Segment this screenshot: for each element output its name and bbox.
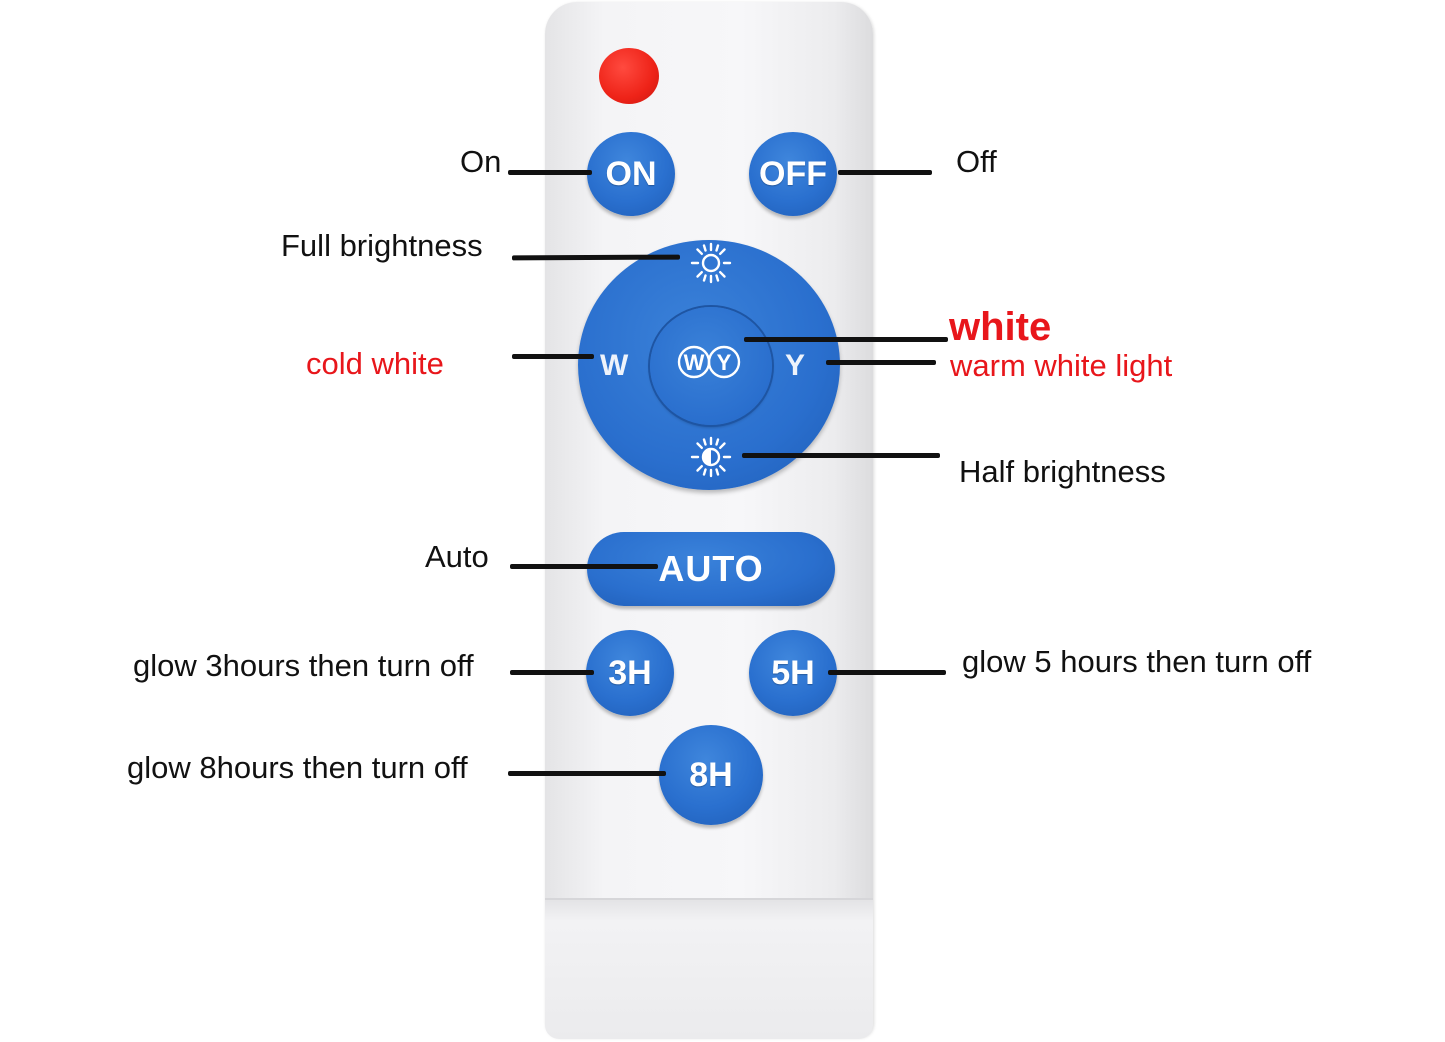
timer-8h-label: 8H bbox=[689, 755, 733, 794]
off-button-label: OFF bbox=[759, 154, 827, 193]
label-on: On bbox=[460, 144, 502, 179]
timer-5h-label: 5H bbox=[771, 653, 815, 692]
leader-line-white bbox=[744, 337, 948, 342]
leader-line-on bbox=[508, 170, 592, 175]
leader-line-warm-white bbox=[826, 360, 936, 365]
timer-3h-button[interactable]: 3H bbox=[586, 630, 674, 716]
timer-3h-label: 3H bbox=[608, 653, 652, 692]
wy-icon: W Y bbox=[677, 345, 741, 379]
cold-white-button[interactable]: W bbox=[600, 349, 629, 382]
leader-line-auto bbox=[510, 564, 658, 569]
white-button[interactable] bbox=[650, 307, 772, 425]
label-cold-white: cold white bbox=[306, 346, 444, 381]
label-full-brightness: Full brightness bbox=[281, 228, 483, 263]
label-glow-3h: glow 3hours then turn off bbox=[133, 648, 474, 683]
label-white: white bbox=[949, 305, 1052, 349]
leader-line-3h bbox=[510, 670, 594, 675]
leader-line-5h bbox=[828, 670, 946, 675]
off-button[interactable]: OFF bbox=[749, 132, 837, 216]
label-half-brightness: Half brightness bbox=[959, 454, 1166, 489]
leader-line-cold-white bbox=[512, 354, 594, 359]
leader-line-full-brightness bbox=[511, 254, 681, 261]
label-glow-8h: glow 8hours then turn off bbox=[127, 750, 468, 785]
leader-line-8h bbox=[508, 771, 666, 776]
label-warm-white-light: warm white light bbox=[950, 348, 1173, 383]
label-glow-5h: glow 5 hours then turn off bbox=[962, 644, 1312, 679]
label-auto: Auto bbox=[425, 539, 489, 574]
on-button-label: ON bbox=[605, 154, 657, 193]
label-off: Off bbox=[956, 144, 997, 179]
on-button[interactable]: ON bbox=[587, 132, 675, 216]
auto-button-label: AUTO bbox=[658, 548, 764, 589]
ir-led-icon bbox=[599, 48, 659, 104]
wy-icon-w: W bbox=[684, 350, 705, 375]
sun-full-icon[interactable] bbox=[688, 240, 734, 286]
remote-battery-cover bbox=[545, 898, 873, 1039]
timer-5h-button[interactable]: 5H bbox=[749, 630, 837, 716]
leader-line-off bbox=[838, 170, 932, 175]
warm-white-button[interactable]: Y bbox=[785, 349, 806, 382]
leader-line-half-brightness bbox=[742, 453, 940, 458]
timer-8h-button[interactable]: 8H bbox=[659, 725, 763, 825]
sun-half-icon[interactable] bbox=[688, 434, 734, 480]
auto-button[interactable]: AUTO bbox=[587, 532, 835, 606]
wy-icon-y: Y bbox=[717, 350, 732, 375]
